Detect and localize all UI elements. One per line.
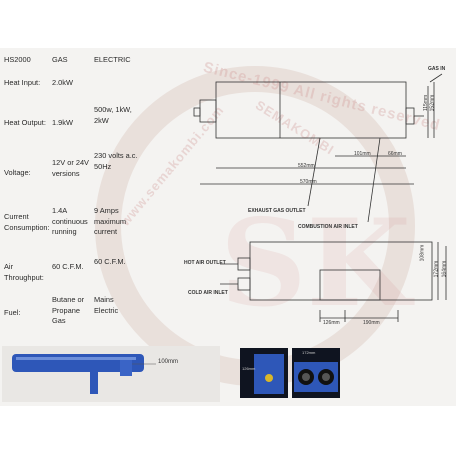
photo-heater-side: 126mm xyxy=(240,344,288,400)
label-combustion: COMBUSTION AIR INLET xyxy=(298,224,358,230)
dimension-190: 190mm xyxy=(363,320,380,326)
row-gas: 60 C.F.M. xyxy=(52,262,84,271)
watermark-logo: SK xyxy=(220,193,411,334)
label-cold-air: COLD AIR INLET xyxy=(188,290,228,296)
row-label: Current Consumption: xyxy=(4,212,50,232)
technical-drawing: GAS IN 115mm 152mm 552mm 570mm 101mm 66m… xyxy=(180,64,452,339)
label-hot-air: HOT AIR OUTLET xyxy=(184,260,226,266)
side-dimension: 126mm xyxy=(242,366,256,371)
dimension-152: 152mm xyxy=(429,94,436,112)
label-exhaust: EXHAUST GAS OUTLET xyxy=(248,208,306,214)
table-header: HS2000 xyxy=(4,55,31,64)
row-label: Air Throughput: xyxy=(4,262,44,282)
row-label: Fuel: xyxy=(4,308,21,317)
dimension-172: 172mm xyxy=(433,260,440,278)
dimension-101: 101mm xyxy=(354,151,371,157)
tube-dimension: 100mm xyxy=(158,359,179,365)
dimension-126: 126mm xyxy=(323,320,340,326)
row-gas: 1.9kW xyxy=(52,118,73,127)
row-label: Heat Input: xyxy=(4,78,41,87)
row-gas: Butane or Propane Gas xyxy=(52,295,85,326)
row-electric: 230 volts a.c. 50Hz xyxy=(94,151,138,171)
label-gas-in: GAS IN xyxy=(428,66,446,72)
row-electric: 60 C.F.M. xyxy=(94,257,126,266)
dimension-570: 570mm xyxy=(300,179,317,185)
row-electric: 500w, 1kW, 2kW xyxy=(94,105,132,125)
row-label: Voltage: xyxy=(4,168,31,177)
row-gas: 12V or 24V versions xyxy=(52,158,89,178)
dimension-552: 552mm xyxy=(298,163,315,169)
row-label: Heat Output: xyxy=(4,118,46,127)
heater-side-image xyxy=(240,348,288,398)
photo-heater-tube: 100mm xyxy=(2,344,220,404)
dimension-108: 108mm xyxy=(419,244,426,262)
heater-front-image xyxy=(292,348,340,398)
table-header: GAS xyxy=(52,55,68,64)
row-gas: 2.0kW xyxy=(52,78,73,87)
dimension-164: 164mm xyxy=(441,260,448,278)
dimension-66: 66mm xyxy=(388,151,402,157)
row-electric: 9 Amps maximum current xyxy=(94,206,127,237)
table-header: ELECTRIC xyxy=(94,55,131,64)
row-electric: Mains Electric xyxy=(94,295,119,315)
front-dimension: 172mm xyxy=(302,350,316,355)
heater-tube-image xyxy=(2,346,220,402)
photo-heater-front: 172mm xyxy=(292,344,340,400)
drawing-lines xyxy=(193,73,447,322)
dimension-115: 115mm xyxy=(423,94,430,112)
row-gas: 1.4A continuous running xyxy=(52,206,88,237)
